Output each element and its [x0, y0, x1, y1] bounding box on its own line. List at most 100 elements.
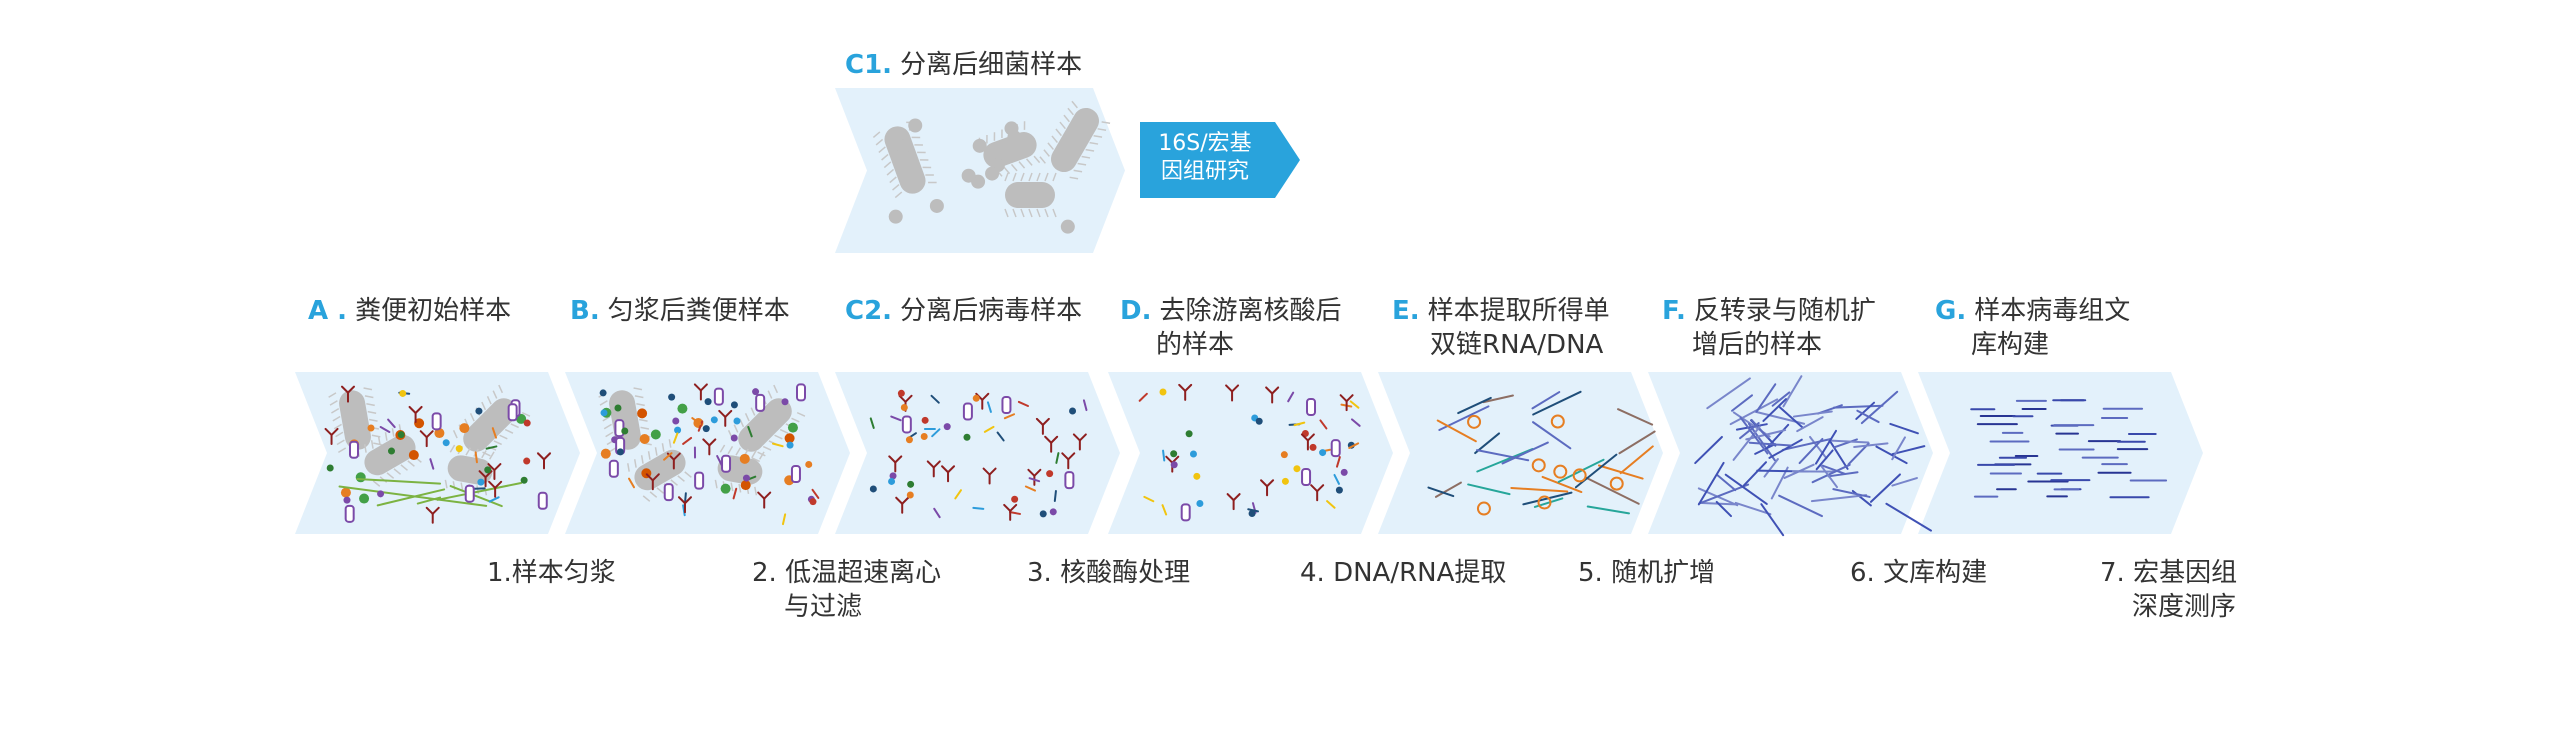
c1-bacterium-pilus [1039, 156, 1046, 164]
d-virus-phage-arm-l [1225, 384, 1234, 393]
a-virus-phage-arm-r [431, 506, 440, 515]
b-bacterium-pilus [727, 445, 734, 455]
b-food-particle [740, 480, 751, 491]
c2-virus-particle [907, 480, 915, 488]
e-circular-dna [1537, 495, 1552, 510]
label-f-line2: 增后的样本 [1692, 330, 1823, 360]
d-virus-particle [1280, 451, 1288, 459]
c2-virus-particle [1011, 495, 1019, 503]
b-virus-phage-arm-l [718, 409, 727, 418]
e-circular-dna [1476, 501, 1491, 516]
c1-bacterium-pilus [1081, 155, 1091, 159]
badge-arrow [1140, 122, 1300, 198]
b-virus-particle [600, 409, 608, 417]
a-virus-phage-arm-r [425, 430, 434, 439]
c1-bacterium-pilus [1028, 208, 1033, 218]
label-d-line1: 去除游离核酸后 [1159, 296, 1342, 326]
b-bacterium-pilus [738, 483, 742, 493]
e-nucleic-acid [1574, 453, 1618, 489]
b-bacterium-pilus [640, 426, 650, 430]
b-food-particle [600, 448, 611, 459]
c2-virus-fragment [983, 425, 995, 433]
c1-bacterium-pilus [1069, 176, 1079, 180]
c1-bacterium-pilus [1043, 149, 1050, 157]
d-virus-particle [1159, 388, 1167, 396]
d-virus-fragment [1287, 391, 1295, 403]
c1-bacterium-pilus [986, 134, 988, 144]
d-virus-fragment [1161, 504, 1168, 516]
b-bacterium-body [738, 398, 792, 452]
c1-bacterium-pilus [1020, 172, 1025, 182]
f-amplicon [1869, 473, 1901, 503]
a-virus-particle [326, 464, 334, 472]
b-virus-fragment [683, 492, 687, 505]
c1-bacterium-pilus [1047, 142, 1054, 150]
f-amplicon [1847, 442, 1870, 466]
label-c2: C2.分离后病毒样本 [845, 294, 1082, 328]
c1-bacterium-pilus [1010, 163, 1018, 172]
a-virus-capsid [431, 412, 442, 431]
f-amplicon [1853, 442, 1889, 448]
c1-bacterium-pilus [872, 131, 881, 139]
d-virus-particle [1255, 417, 1263, 425]
c1-bacterium-pilus [1023, 121, 1026, 130]
e-nucleic-acid [1427, 486, 1455, 498]
e-nucleic-acid [1457, 396, 1492, 415]
label-f-key: F. [1662, 296, 1686, 326]
b-virus-fragment [747, 425, 753, 438]
d-virus-capsid [1330, 439, 1341, 458]
a-fiber [376, 488, 446, 507]
a-virus-fragment [488, 496, 500, 503]
c2-virus-phage-arm-l [1027, 468, 1036, 477]
step-5-line1: 5. 随机扩增 [1578, 558, 1716, 588]
a-virus-particle [442, 439, 450, 447]
c2-virus-fragment [996, 431, 1005, 442]
b-bacterium-pilus [751, 450, 757, 459]
b-virus-fragment [732, 487, 738, 500]
b-bacterium-pilus [779, 428, 789, 434]
b-bacterium-pilus [627, 463, 630, 472]
d-virus-capsid [1180, 503, 1191, 522]
d-virus-phage-arm-l [1265, 386, 1274, 395]
b-bacterium-pilus [754, 486, 758, 496]
e-nucleic-acid [1482, 394, 1514, 404]
c2-virus-particle [943, 423, 951, 431]
e-nucleic-acid [1532, 390, 1582, 416]
b-food-particle [650, 429, 661, 440]
c1-bacterium-pilus [892, 183, 900, 191]
b-bacterium-pilus [774, 434, 783, 440]
panel-d [1108, 372, 1393, 534]
a-virus-phage-arm-r [543, 452, 552, 461]
f-amplicon [1706, 377, 1751, 410]
c1-bacterium-pilus [1004, 208, 1009, 218]
d-virus-phage-arm-l [1300, 433, 1309, 442]
c2-virus-phage-arm-l [1072, 433, 1081, 442]
a-bacterium-pilus [363, 444, 367, 453]
d-virus-phage-arm-r [1306, 433, 1315, 442]
f-amplicon [1732, 425, 1761, 461]
c2-virus-phage-arm-l [926, 460, 935, 469]
b-bacterium-pilus [605, 431, 614, 438]
c1-bacterium-pilus [911, 136, 921, 139]
step-5: 5. 随机扩增 [1578, 556, 1715, 590]
c1-bacterium-pilus [1004, 172, 1009, 182]
a-virus-phage-arm-r [484, 470, 493, 479]
badge-line-2: 因组研究 [1160, 159, 1249, 184]
c2-virus-fragment [869, 417, 875, 429]
f-amplicon [1771, 391, 1791, 407]
a-bacterium-pilus [393, 468, 402, 475]
c2-virus-particle [897, 389, 905, 397]
a-bacterium-pilus [499, 434, 508, 440]
b-bacterium-pilus [750, 407, 756, 416]
d-virus-particle [1170, 461, 1178, 469]
b-bacterium-pilus [642, 495, 651, 502]
d-virus-particle [1293, 465, 1301, 473]
label-g-line1: 样本病毒组文 [1974, 296, 2131, 326]
b-virus-capsid [790, 464, 801, 483]
a-virus-phage-arm-l [537, 452, 546, 461]
badge-text: 16S/宏基 因组研究 [1150, 130, 1260, 186]
a-virus-capsid [348, 440, 359, 459]
b-bacterium-pilus [739, 418, 745, 428]
f-amplicon [1694, 435, 1723, 465]
a-food-particle [414, 418, 425, 429]
